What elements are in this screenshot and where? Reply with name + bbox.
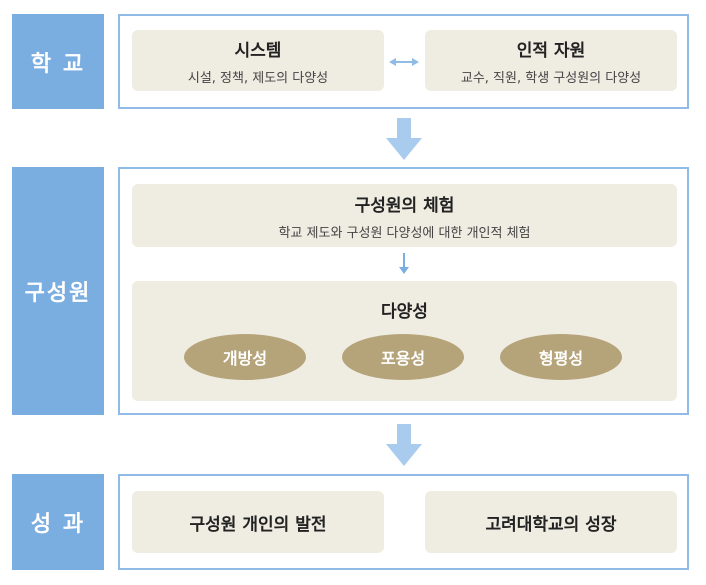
box-human-resources: 인적 자원 교수, 직원, 학생 구성원의 다양성 xyxy=(425,30,677,91)
row-label-school-text: 학 교 xyxy=(30,51,86,77)
box-university-growth: 고려대학교의 성장 xyxy=(425,491,677,553)
oval-openness: 개방성 xyxy=(184,334,306,380)
small-down-arrow-icon xyxy=(399,253,409,274)
panel-outcome: 구성원 개인의 발전 고려대학교의 성장 xyxy=(118,474,689,570)
row-label-school: 학 교 xyxy=(12,14,104,109)
panel-school: 시스템 시설, 정책, 제도의 다양성 인적 자원 교수, 직원, 학생 구성원… xyxy=(118,14,689,109)
oval-equity-label: 형평성 xyxy=(538,349,584,368)
box-system-subtitle: 시설, 정책, 제도의 다양성 xyxy=(187,70,329,86)
box-human-resources-title: 인적 자원 xyxy=(516,40,586,61)
row-label-members-text: 구성원 xyxy=(24,281,92,306)
box-individual-growth: 구성원 개인의 발전 xyxy=(132,491,384,553)
row-label-members: 구성원 xyxy=(12,167,104,415)
down-arrow-icon xyxy=(386,118,422,160)
down-arrow-icon-2 xyxy=(386,424,422,466)
oval-inclusiveness-label: 포용성 xyxy=(380,349,426,368)
box-diversity-title: 다양성 xyxy=(381,302,428,322)
box-experience: 구성원의 체험 학교 제도와 구성원 다양성에 대한 개인적 체험 xyxy=(132,184,677,247)
box-individual-growth-title: 구성원 개인의 발전 xyxy=(189,514,327,535)
box-human-resources-subtitle: 교수, 직원, 학생 구성원의 다양성 xyxy=(460,70,642,86)
row-label-outcome: 성 과 xyxy=(12,474,104,570)
box-experience-title: 구성원의 체험 xyxy=(354,195,455,216)
box-experience-subtitle: 학교 제도와 구성원 다양성에 대한 개인적 체험 xyxy=(278,225,531,241)
oval-inclusiveness: 포용성 xyxy=(342,334,464,380)
oval-equity: 형평성 xyxy=(500,334,622,380)
double-arrow-icon xyxy=(389,58,419,66)
box-university-growth-title: 고려대학교의 성장 xyxy=(485,514,617,535)
box-system: 시스템 시설, 정책, 제도의 다양성 xyxy=(132,30,384,91)
panel-members: 구성원의 체험 학교 제도와 구성원 다양성에 대한 개인적 체험 다양성 개방… xyxy=(118,167,689,415)
row-label-outcome-text: 성 과 xyxy=(30,512,86,537)
box-system-title: 시스템 xyxy=(234,40,282,61)
oval-openness-label: 개방성 xyxy=(222,349,268,368)
